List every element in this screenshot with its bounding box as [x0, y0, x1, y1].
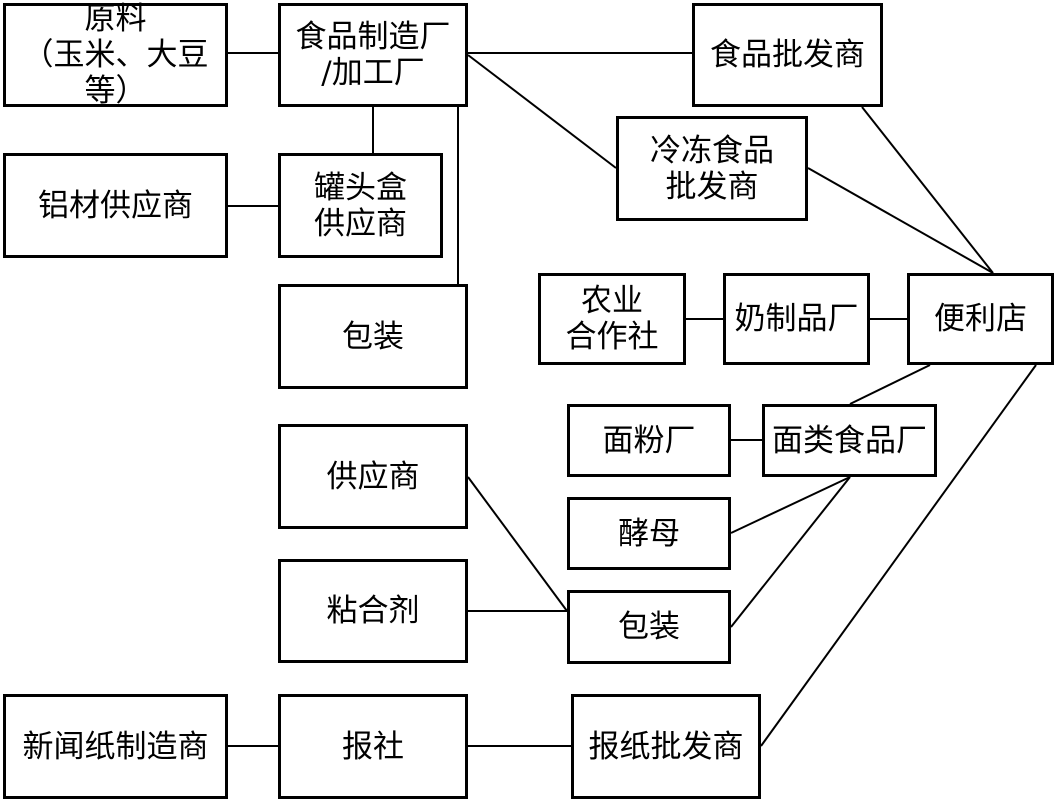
node-newsprint-maker: 新闻纸制造商: [3, 694, 228, 799]
node-aluminum-supplier: 铝材供应商: [3, 153, 228, 258]
edge-convenience-store-to-noodle-factory: [849, 364, 931, 405]
node-packaging-bottom-label: 包装: [618, 609, 680, 645]
node-packaging-top-label: 包装: [342, 318, 404, 355]
node-can-supplier-label: 罐头盒 供应商: [314, 169, 407, 242]
node-frozen-wholesaler: 冷冻食品 批发商: [616, 116, 808, 221]
node-frozen-wholesaler-label: 冷冻食品 批发商: [650, 132, 774, 205]
node-convenience-store-label: 便利店: [934, 301, 1027, 337]
node-flour-mill-label: 面粉厂: [602, 422, 696, 459]
node-food-factory-label: 食品制造厂 /加工厂: [295, 19, 451, 91]
node-noodle-factory-label: 面类食品厂: [772, 422, 927, 459]
node-raw-label: 原料 （玉米、大豆等）: [22, 1, 209, 109]
node-food-factory: 食品制造厂 /加工厂: [278, 3, 468, 107]
node-can-supplier: 罐头盒 供应商: [278, 153, 443, 258]
edge-newspaper-wholesaler-to-convenience-store: [760, 364, 1037, 747]
node-packaging-top: 包装: [278, 284, 468, 389]
edge-noodle-factory-to-yeast: [730, 476, 851, 534]
node-supplier-label: 供应商: [326, 458, 420, 495]
node-raw: 原料 （玉米、大豆等）: [3, 1, 228, 109]
node-adhesive-label: 粘合剂: [326, 593, 420, 629]
node-newspaper-wholesaler: 报纸批发商: [571, 694, 761, 799]
node-packaging-bottom: 包装: [567, 590, 731, 664]
node-agri-coop: 农业 合作社: [538, 273, 686, 365]
edge-frozen-wholesaler-to-convenience-store: [807, 167, 994, 274]
node-aluminum-supplier-label: 铝材供应商: [38, 187, 193, 224]
edge-noodle-factory-to-packaging-bottom: [730, 476, 851, 628]
node-dairy-factory-label: 奶制品厂: [734, 301, 859, 337]
node-newsprint-maker-label: 新闻纸制造商: [22, 728, 209, 765]
node-newspaper-label: 报社: [342, 728, 404, 765]
node-food-wholesaler-label: 食品批发商: [710, 37, 865, 73]
node-convenience-store: 便利店: [907, 273, 1054, 365]
node-flour-mill: 面粉厂: [567, 404, 731, 477]
node-newspaper-wholesaler-label: 报纸批发商: [588, 728, 744, 765]
node-noodle-factory: 面类食品厂: [762, 404, 937, 477]
node-food-wholesaler: 食品批发商: [692, 3, 883, 107]
node-supplier: 供应商: [278, 424, 468, 529]
node-adhesive: 粘合剂: [278, 559, 468, 663]
edge-food-factory-to-frozen-wholesaler: [467, 54, 617, 169]
node-newspaper: 报社: [278, 694, 468, 799]
edge-supplier-to-packaging-bottom: [467, 476, 568, 612]
node-yeast-label: 酵母: [618, 515, 680, 552]
node-yeast: 酵母: [567, 497, 731, 570]
edge-food-wholesaler-to-convenience-store: [861, 106, 994, 274]
node-dairy-factory: 奶制品厂: [723, 273, 870, 365]
node-agri-coop-label: 农业 合作社: [565, 283, 659, 355]
